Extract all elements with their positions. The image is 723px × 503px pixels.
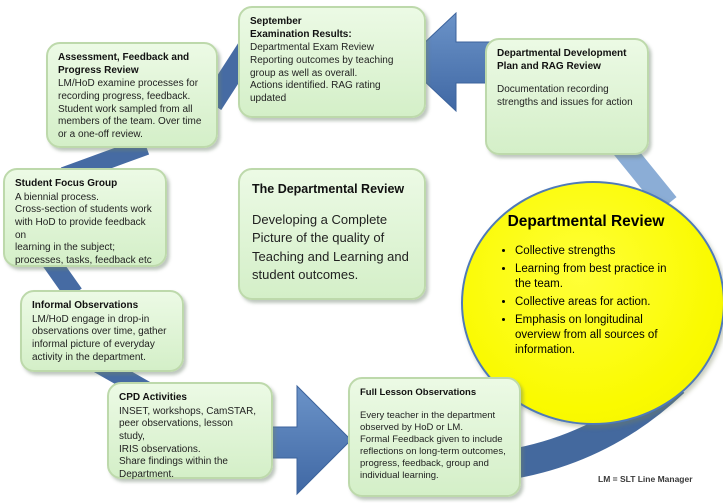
node-cpd-activities: CPD Activities INSET, workshops, CamSTAR…	[107, 382, 273, 481]
node-body: LM/HoD engage in drop-in observations ov…	[32, 313, 167, 363]
node-body: INSET, workshops, CamSTAR, peer observat…	[119, 405, 257, 481]
review-circle-bullet-list: Collective strengths Learning from best …	[463, 244, 723, 358]
node-title: September Examination Results:	[250, 16, 352, 40]
node-title: CPD Activities	[119, 392, 187, 403]
node-body: Every teacher in the department observed…	[360, 410, 506, 482]
node-body: LM/HoD examine processes for recording p…	[58, 78, 202, 141]
node-body: A biennial process. Cross-section of stu…	[15, 191, 152, 267]
node-student-focus-group: Student Focus Group A biennial process. …	[3, 168, 167, 267]
node-informal-observations: Informal Observations LM/HoD engage in d…	[20, 290, 184, 372]
node-body: Departmental Exam Review Reporting outco…	[250, 42, 394, 105]
circle-bullet: Collective strengths	[515, 244, 699, 259]
circle-bullet: Collective areas for action.	[515, 295, 699, 310]
review-circle: Departmental Review Collective strengths…	[461, 181, 723, 425]
node-title: Informal Observations	[32, 300, 139, 311]
node-central-statement: The Departmental Review Developing a Com…	[238, 168, 426, 300]
node-title: Student Focus Group	[15, 178, 118, 189]
node-full-lesson-observations: Full Lesson Observations Every teacher i…	[348, 377, 521, 497]
center-title: The Departmental Review	[252, 182, 405, 196]
node-title: Departmental Development Plan and RAG Re…	[497, 48, 627, 72]
node-title: Assessment, Feedback and Progress Review	[58, 52, 190, 76]
node-september-exam-results: September Examination Results: Departmen…	[238, 6, 426, 118]
center-body: Developing a Complete Picture of the qua…	[252, 211, 409, 283]
review-circle-title: Departmental Review	[507, 213, 665, 230]
circle-bullet: Learning from best practice in the team.	[515, 262, 699, 292]
node-title: Full Lesson Observations	[360, 387, 477, 398]
circle-bullet: Emphasis on longitudinal overview from a…	[515, 313, 699, 358]
node-development-plan-rag-review: Departmental Development Plan and RAG Re…	[485, 38, 649, 155]
node-assessment-feedback-review: Assessment, Feedback and Progress Review…	[46, 42, 218, 148]
node-body: Documentation recording strengths and is…	[497, 84, 633, 109]
footnote-lm-definition: LM = SLT Line Manager	[598, 474, 693, 484]
arrow-cpd-to-full-lesson	[263, 384, 352, 496]
